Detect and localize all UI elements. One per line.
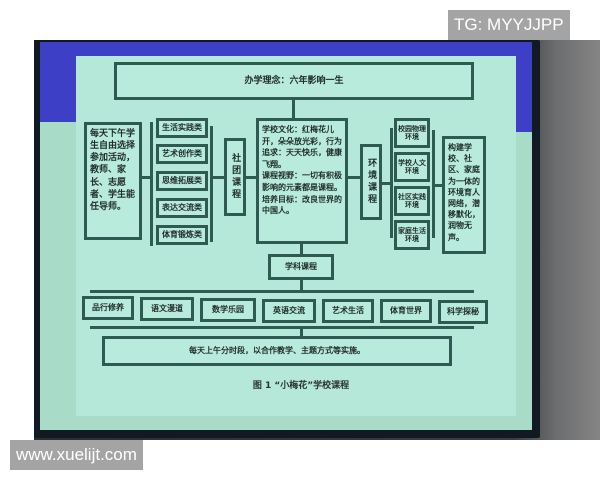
subject-label: 体育世界 <box>390 306 422 316</box>
bracket-line <box>90 290 474 293</box>
connector-line <box>300 280 303 292</box>
subject-label: 科学探秘 <box>447 307 479 317</box>
club-category-label: 生活实践类 <box>162 123 202 133</box>
bracket-line <box>90 326 474 329</box>
club-category-item: 表达交流类 <box>156 198 208 218</box>
environment-category-item: 学校人文环境 <box>394 152 430 182</box>
club-category-item: 体育锻炼类 <box>156 225 208 245</box>
philosophy-text: 办学理念：六年影响一生 <box>244 75 344 86</box>
bracket-line <box>390 128 393 238</box>
subject-course-label: 学科课程 <box>285 262 317 272</box>
left-info-text: 每天下午学生自由选择参加活动，教师、家长、志愿者、学生能任导师。 <box>90 129 136 212</box>
training-goal-text: 培养目标：改良世界的中国人。 <box>262 194 342 216</box>
environment-category-label: 社区实践环境 <box>398 192 426 209</box>
connector-line <box>300 328 303 340</box>
environment-course-box: 环境课程 <box>360 144 382 220</box>
watermark-text: www.xuelijt.com <box>16 445 137 464</box>
environment-category-item: 家庭生活环境 <box>394 220 430 250</box>
right-info-text: 构建学校、社区、家庭为一体的环境育人网络，潜移默化，润物无声。 <box>448 143 480 242</box>
watermark-top-right: TG: MYYJJPP <box>448 10 570 40</box>
bracket-line <box>432 130 435 238</box>
right-info-panel: 构建学校、社区、家庭为一体的环境育人网络，潜移默化，润物无声。 <box>442 136 486 254</box>
implementation-note-box: 每天上午分时段，以合作教学、主题方式等实施。 <box>102 336 452 366</box>
watermark-bottom-left: www.xuelijt.com <box>10 440 143 470</box>
watermark-text: TG: MYYJJPP <box>454 15 564 34</box>
subject-course-box: 学科课程 <box>268 254 334 280</box>
subject-item: 体育世界 <box>380 299 432 323</box>
implementation-note-text: 每天上午分时段，以合作教学、主题方式等实施。 <box>189 346 365 356</box>
bracket-line <box>150 122 153 246</box>
figure-caption: 图 1 “小梅花”学校课程 <box>252 381 350 391</box>
subject-item: 语文漫道 <box>140 297 194 321</box>
club-course-label: 社团课程 <box>230 153 241 201</box>
connector-line <box>142 176 152 179</box>
environment-category-label: 家庭生活环境 <box>398 226 426 243</box>
subject-label: 数学乐园 <box>212 305 244 315</box>
bracket-line <box>210 126 213 242</box>
club-course-box: 社团课程 <box>224 138 246 216</box>
subject-label: 英语交流 <box>273 306 305 316</box>
core-philosophy-box: 学校文化：红梅花儿开，朵朵放光彩，行为追求：天天快乐，健康飞翔。 课程视野：一切… <box>256 118 348 244</box>
club-category-label: 体育锻炼类 <box>162 230 202 240</box>
diagram-slide: 办学理念：六年影响一生 每天下午学生自由选择参加活动，教师、家长、志愿者、学生能… <box>76 56 516 416</box>
connector-line <box>292 100 295 124</box>
subject-label: 品行修养 <box>92 303 124 313</box>
connector-line <box>382 182 392 185</box>
blue-border-left <box>40 42 76 122</box>
connector-line <box>348 176 360 179</box>
subject-item: 艺术生活 <box>322 299 374 323</box>
environment-course-label: 环境课程 <box>366 158 377 206</box>
club-category-label: 艺术创作类 <box>162 149 202 159</box>
connector-line <box>212 176 224 179</box>
club-category-item: 艺术创作类 <box>156 144 208 164</box>
subject-item: 数学乐园 <box>200 298 256 322</box>
environment-category-label: 学校人文环境 <box>398 158 426 175</box>
blue-border-top <box>40 42 532 56</box>
subject-label: 语文漫道 <box>151 304 183 314</box>
curriculum-vision-text: 课程视野：一切有积极影响的元素都是课程。 <box>262 171 342 192</box>
environment-category-label: 校园物理环境 <box>398 124 426 141</box>
subject-item: 科学探秘 <box>438 300 488 324</box>
culture-text: 学校文化：红梅花儿开，朵朵放光彩，行为追求：天天快乐，健康飞翔。 <box>262 125 342 169</box>
subject-item: 品行修养 <box>82 296 134 320</box>
philosophy-box: 办学理念：六年影响一生 <box>114 62 474 100</box>
connector-line <box>434 184 444 187</box>
environment-category-item: 社区实践环境 <box>394 186 430 216</box>
environment-category-item: 校园物理环境 <box>394 118 430 148</box>
club-category-label: 表达交流类 <box>162 203 202 213</box>
connector-line <box>246 176 258 179</box>
club-category-item: 思维拓展类 <box>156 171 208 191</box>
subject-item: 英语交流 <box>262 299 316 323</box>
left-info-panel: 每天下午学生自由选择参加活动，教师、家长、志愿者、学生能任导师。 <box>84 122 142 240</box>
club-category-label: 思维拓展类 <box>162 176 202 186</box>
subject-label: 艺术生活 <box>332 306 364 316</box>
projector-screen: 办学理念：六年影响一生 每天下午学生自由选择参加活动，教师、家长、志愿者、学生能… <box>40 42 532 430</box>
club-category-item: 生活实践类 <box>156 118 208 138</box>
connector-line <box>300 244 303 256</box>
